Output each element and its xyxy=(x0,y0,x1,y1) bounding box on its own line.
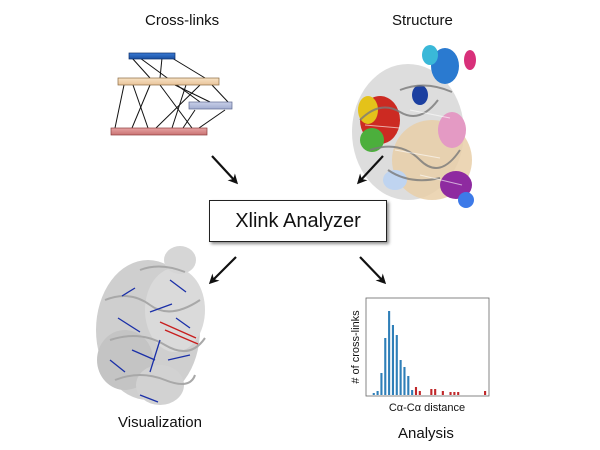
histogram-bar-violated-17 xyxy=(434,389,437,395)
histogram-y-axis-label: # of cross-links xyxy=(350,310,362,384)
histogram-bar-violated-13 xyxy=(418,391,421,395)
histogram-bar-satisfied-7 xyxy=(395,335,398,395)
analysis-label: Analysis xyxy=(398,425,454,442)
histogram-bar-violated-19 xyxy=(441,391,444,395)
histogram-bar-satisfied-8 xyxy=(399,360,402,395)
arrow-analyzer-to-visualization xyxy=(208,256,237,285)
histogram-bar-violated-21 xyxy=(449,392,452,395)
arrow-analyzer-to-analysis xyxy=(359,256,387,285)
histogram-bar-satisfied-3 xyxy=(380,373,383,395)
protein-bar-blue xyxy=(128,52,176,60)
crosslink-lines xyxy=(114,57,229,129)
crosslink-network-diagram xyxy=(110,52,233,136)
histogram-bar-satisfied-5 xyxy=(388,311,391,395)
protein-bar-slate xyxy=(188,101,233,110)
histogram-x-axis-label: Cα-Cα distance xyxy=(389,402,465,414)
histogram-bars xyxy=(372,311,487,395)
protein-structure-colored xyxy=(352,45,476,208)
protein-bar-pink xyxy=(110,127,208,136)
histogram-bar-satisfied-4 xyxy=(384,338,387,395)
histogram-bar-violated-30 xyxy=(484,391,487,395)
protein-bar-tan xyxy=(117,77,220,86)
histogram-frame xyxy=(365,297,490,397)
xlink-analyzer-box: Xlink Analyzer xyxy=(209,200,387,242)
distance-histogram: Cα-Cα distance # of cross-links xyxy=(350,297,490,414)
arrow-structure-to-analyzer xyxy=(356,155,384,185)
histogram-bar-satisfied-1 xyxy=(372,393,375,395)
histogram-bar-satisfied-10 xyxy=(407,376,410,395)
histogram-bar-violated-23 xyxy=(457,392,460,395)
visualization-structure xyxy=(96,246,206,405)
structure-label: Structure xyxy=(392,12,453,29)
flow-arrows xyxy=(208,155,387,285)
crosslinks-label: Cross-links xyxy=(145,12,220,29)
histogram-bar-satisfied-11 xyxy=(411,390,414,395)
visualization-label: Visualization xyxy=(118,414,202,431)
histogram-bar-violated-12 xyxy=(414,387,418,395)
histogram-bar-satisfied-9 xyxy=(403,367,406,395)
histogram-bar-violated-16 xyxy=(430,389,433,395)
histogram-bar-satisfied-2 xyxy=(376,391,379,395)
arrow-crosslinks-to-analyzer xyxy=(211,155,239,185)
histogram-bar-satisfied-6 xyxy=(391,325,395,395)
histogram-bar-violated-22 xyxy=(453,392,456,395)
